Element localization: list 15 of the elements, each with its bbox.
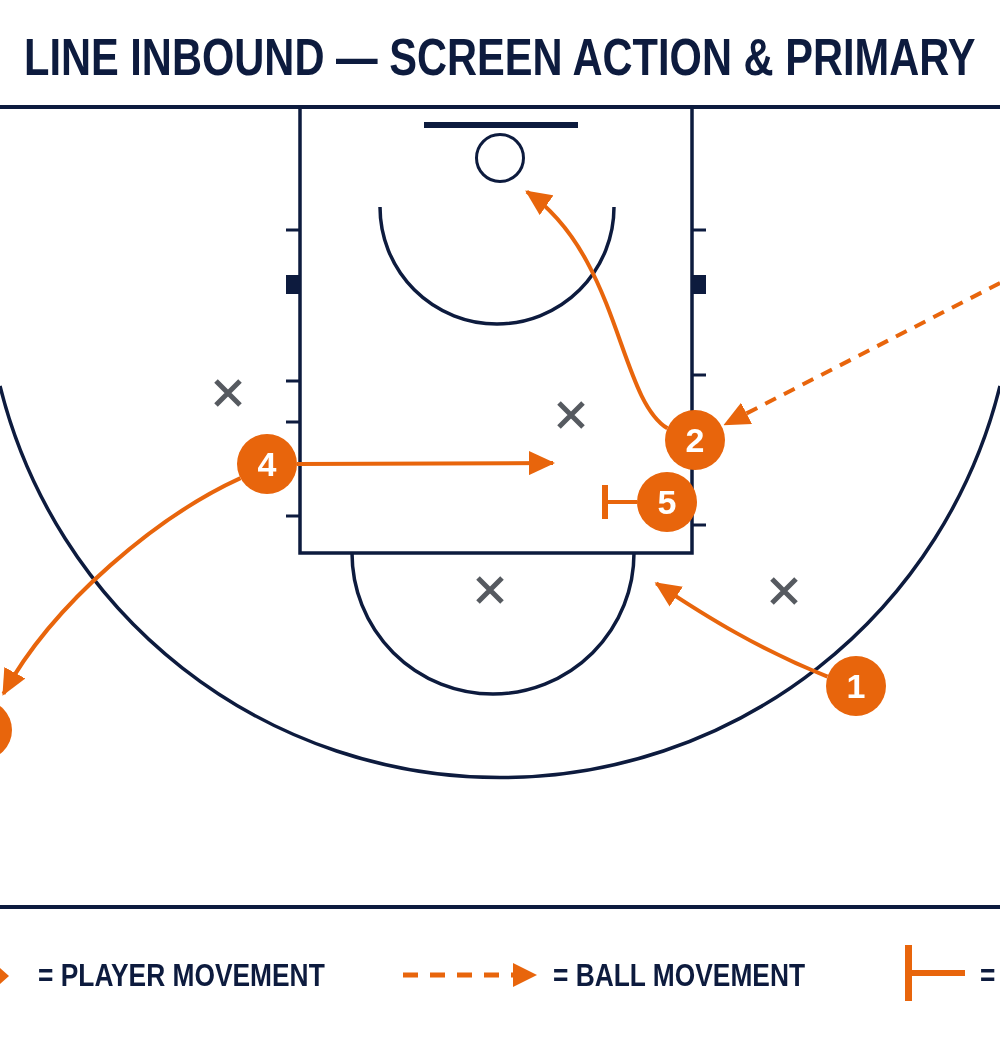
arrow <box>1 476 242 696</box>
title: LINE INBOUND — SCREEN ACTION & PRIMARY <box>24 31 976 83</box>
legend-label: = BALL MOVEMENT <box>553 960 806 991</box>
rim <box>475 133 525 183</box>
legend-label: = PLAYER MOVEMENT <box>38 960 325 991</box>
player-marker: 1 <box>826 656 886 716</box>
legend-label: = <box>980 960 996 991</box>
player-marker: 5 <box>637 472 697 532</box>
screen-line <box>602 485 637 519</box>
arrow <box>654 581 829 679</box>
player-marker: 4 <box>237 434 297 494</box>
dashed-arrow <box>723 281 1000 427</box>
player-marker: 2 <box>665 410 725 470</box>
arrow <box>525 190 669 430</box>
arrow <box>297 451 555 476</box>
